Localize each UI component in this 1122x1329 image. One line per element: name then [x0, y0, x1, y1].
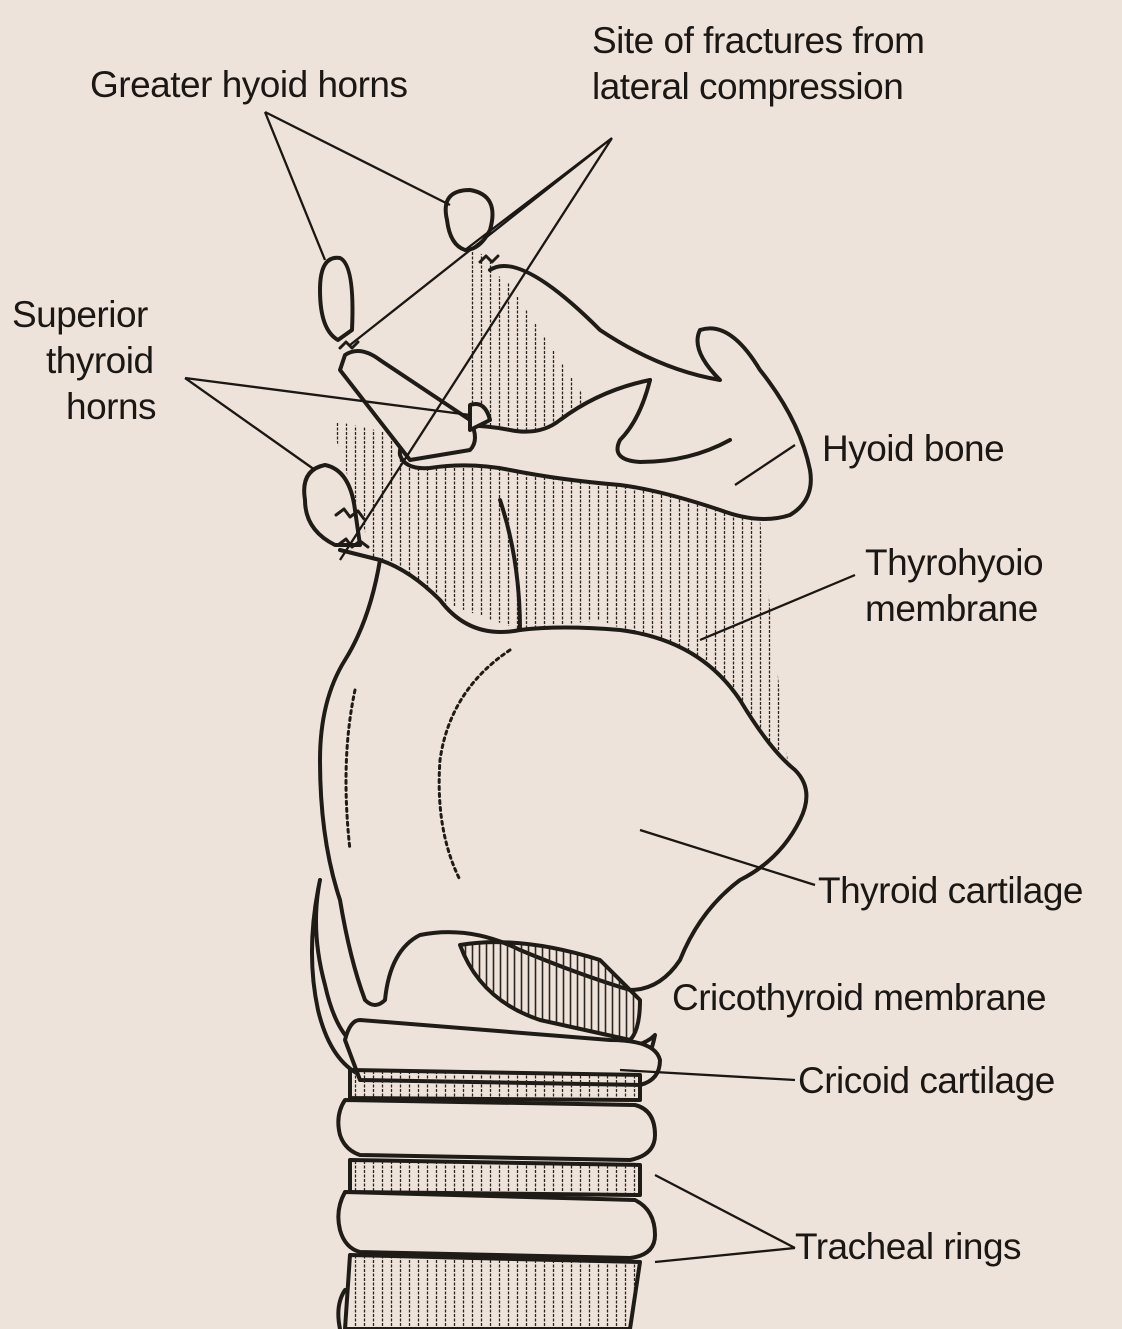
greater-horn-left [320, 258, 353, 340]
label-superior-thyroid-line1: Superior [12, 292, 156, 338]
greater-horn-right [446, 190, 493, 250]
label-superior-thyroid-horns: Superior thyroid horns [12, 292, 156, 430]
label-cricothyroid-membrane: Cricothyroid membrane [672, 975, 1046, 1021]
label-site-of-fractures: Site of fractures from lateral compressi… [592, 18, 924, 110]
label-site-of-fractures-line1: Site of fractures from [592, 18, 924, 64]
label-tracheal-rings: Tracheal rings [795, 1224, 1021, 1270]
label-thyrohyoid-line1: Thyrohyoio [865, 540, 1043, 586]
label-superior-thyroid-line2: thyroid [12, 338, 156, 384]
label-site-of-fractures-line2: lateral compression [592, 64, 924, 110]
label-superior-thyroid-line3: horns [12, 384, 156, 430]
tracheal-rings [338, 1070, 655, 1329]
label-hyoid-bone: Hyoid bone [822, 426, 1004, 472]
label-cricoid-cartilage: Cricoid cartilage [798, 1058, 1055, 1104]
label-thyrohyoid-membrane: Thyrohyoio membrane [865, 540, 1043, 632]
label-thyroid-cartilage: Thyroid cartilage [818, 868, 1083, 914]
label-thyrohyoid-line2: membrane [865, 586, 1043, 632]
label-greater-hyoid-horns: Greater hyoid horns [90, 62, 408, 108]
